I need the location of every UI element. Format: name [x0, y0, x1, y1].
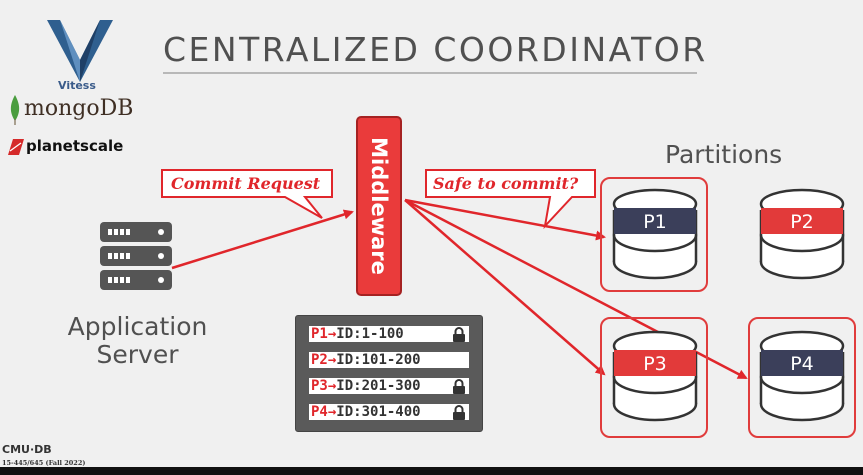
arrow-server-to-middleware	[171, 209, 354, 270]
arrow-to-p3	[404, 199, 606, 376]
partition-p1-highlight	[600, 177, 708, 292]
lock-row-range: ID:301-400	[336, 404, 421, 420]
lock-row-range: ID:201-300	[336, 378, 421, 394]
lock-row-pid: P2→	[311, 352, 337, 368]
lock-icon	[453, 405, 465, 420]
partition-p1-label: P1	[643, 211, 667, 233]
partition-p3-highlight	[600, 317, 708, 438]
app-label-line2: Server	[96, 340, 179, 369]
partition-p3	[612, 330, 698, 422]
commit-request-bubble	[161, 169, 333, 219]
commit-request-text: Commit Request	[171, 174, 321, 193]
lock-table: P1→ID:1-100 P2→ID:101-200 P3→ID:201-300 …	[295, 315, 483, 432]
vitess-logo	[47, 20, 113, 82]
partition-p3-label: P3	[643, 353, 667, 375]
lock-row-p2: P2→ID:101-200	[307, 350, 471, 370]
lock-row-range: ID:1-100	[336, 326, 404, 342]
mongodb-wordmark: mongoDB	[24, 96, 134, 121]
planetscale-wordmark: planetscale	[26, 137, 124, 155]
vitess-wordmark: Vitess	[58, 79, 96, 92]
safe-to-commit-text: Safe to commit?	[433, 174, 579, 193]
partition-p1	[612, 188, 698, 280]
safe-to-commit-bubble	[425, 169, 596, 230]
title-underline	[163, 72, 697, 74]
planetscale-icon	[8, 139, 24, 155]
app-label-line1: Application	[67, 312, 208, 341]
middleware-box: Middleware	[356, 116, 402, 296]
partition-p4	[759, 330, 845, 422]
application-server-label: Application Server	[60, 313, 215, 369]
lock-row-p4: P4→ID:301-400	[307, 402, 471, 422]
cmu-db-logo: CMU·DB	[2, 443, 52, 456]
bottom-bar	[0, 467, 863, 475]
partition-p4-label: P4	[790, 353, 814, 375]
partition-p2	[759, 188, 845, 280]
mongodb-leaf-icon	[10, 95, 20, 125]
lock-row-pid: P4→	[311, 404, 337, 420]
lock-row-p3: P3→ID:201-300	[307, 376, 471, 396]
lock-row-pid: P3→	[311, 378, 337, 394]
partitions-label: Partitions	[665, 140, 783, 169]
lock-row-p1: P1→ID:1-100	[307, 324, 471, 344]
slide-title: CENTRALIZED COORDINATOR	[163, 30, 708, 69]
partition-p2-label: P2	[790, 211, 814, 233]
middleware-label: Middleware	[367, 137, 391, 275]
course-label: 15-445/645 (Fall 2022)	[2, 459, 86, 467]
lock-icon	[453, 327, 465, 342]
arrow-to-p1	[404, 198, 606, 241]
lock-icon	[453, 379, 465, 394]
lock-row-pid: P1→	[311, 326, 337, 342]
partition-p4-highlight	[748, 317, 856, 438]
server-icon	[100, 222, 172, 290]
lock-row-range: ID:101-200	[336, 352, 421, 368]
